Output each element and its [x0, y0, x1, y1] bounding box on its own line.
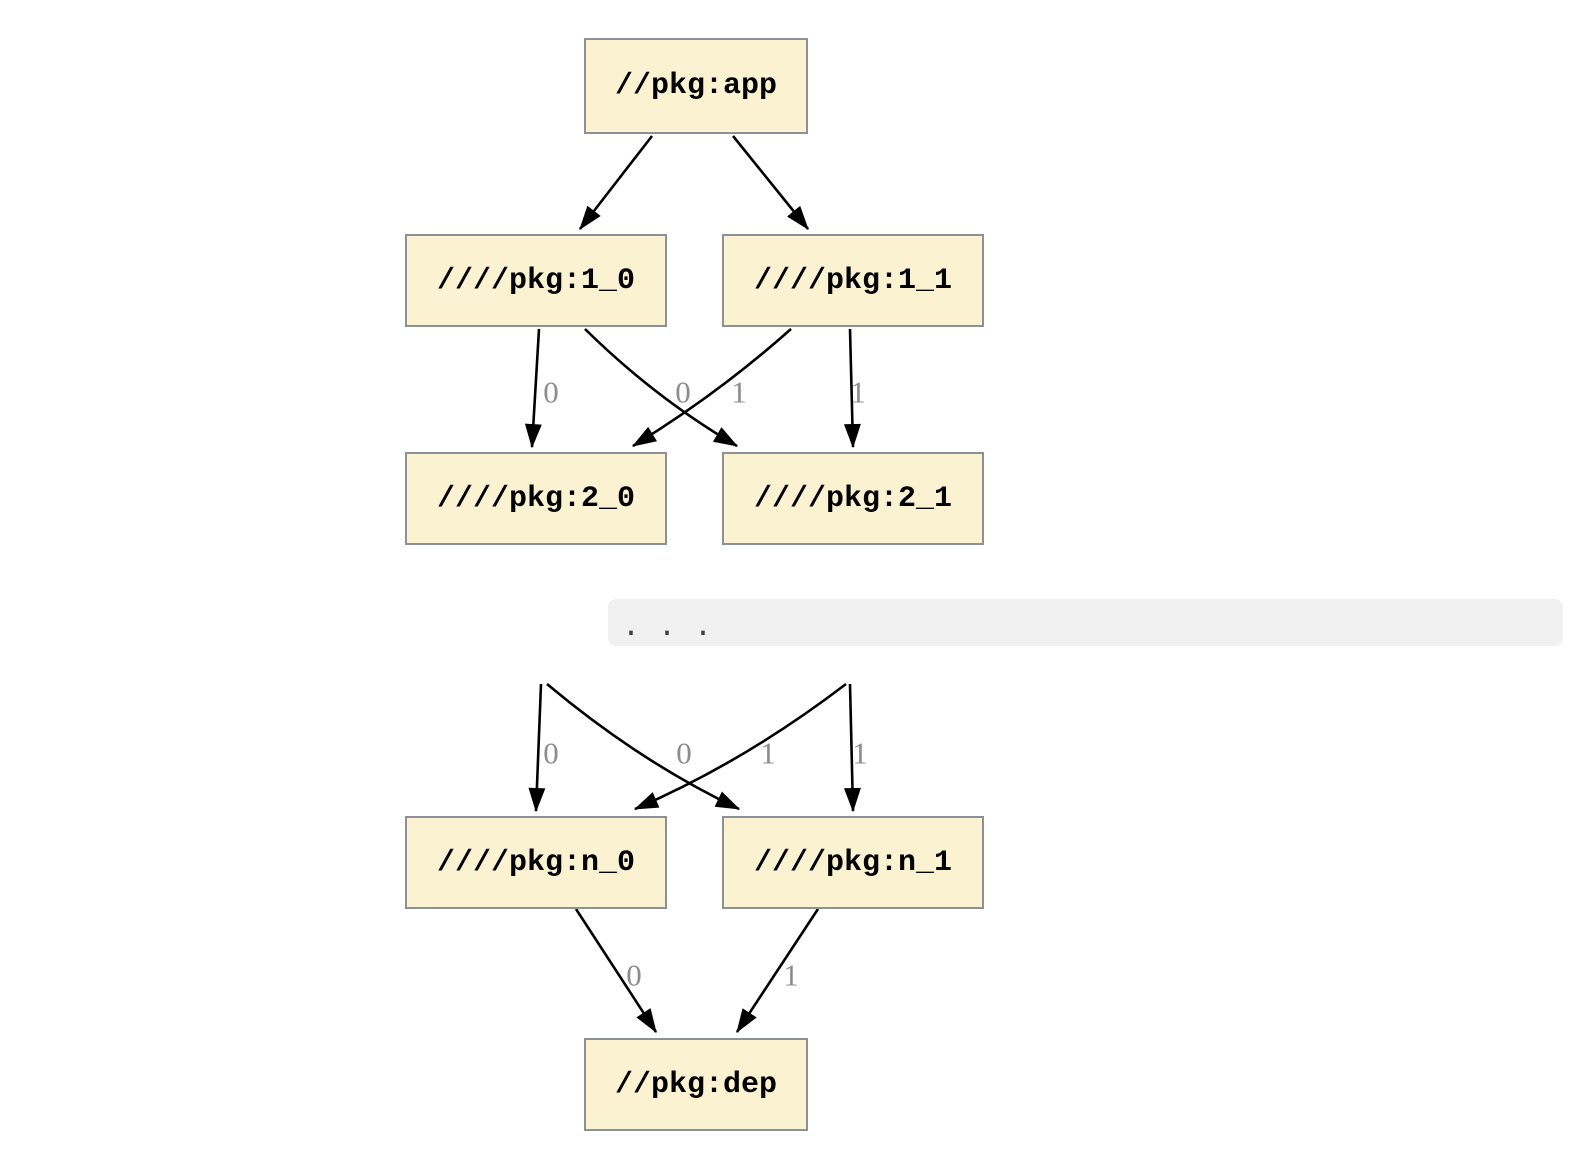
graph-node-1_1-label: ////pkg:1_1 [753, 263, 953, 298]
edge-1_1-to-2_1 [843, 328, 861, 449]
graph-node-n_1-label: ////pkg:n_1 [753, 845, 953, 880]
edge-label-n_1-to-dep: 1 [783, 957, 799, 993]
graph-node-app-label: //pkg:app [614, 69, 778, 103]
edge-cross-to-n_1 [546, 683, 741, 811]
edge-1_1-to-2_0 [631, 328, 792, 448]
edge-n_0-to-dep [574, 908, 658, 1034]
edge-label-1_1-to-2_0: 0 [675, 374, 691, 410]
edge-label-1_0-to-2_0: 0 [543, 374, 559, 410]
edge-label-prev-to-n_1: 1 [852, 735, 868, 771]
graph-node-dep: //pkg:dep [584, 1038, 808, 1131]
edge-prev-to-n_0 [528, 683, 546, 813]
graph-node-n_0: ////pkg:n_0 [405, 816, 667, 909]
graph-node-1_0: ////pkg:1_0 [405, 234, 667, 327]
edge-prev-to-n_1 [844, 683, 861, 813]
graph-node-2_0: ////pkg:2_0 [405, 452, 667, 545]
edge-app-to-1_1 [731, 135, 810, 230]
graph-node-2_1-label: ////pkg:2_1 [753, 481, 953, 516]
edge-1_0-to-2_0 [524, 328, 542, 449]
graph-node-app: //pkg:app [584, 38, 808, 134]
graph-node-dep-label: //pkg:dep [614, 1067, 778, 1102]
graph-node-1_0-label: ////pkg:1_0 [436, 263, 636, 298]
edge-label-n_0-to-dep: 0 [626, 957, 642, 993]
edge-app-to-1_0 [578, 135, 654, 230]
graph-node-n_0-label: ////pkg:n_0 [436, 845, 636, 880]
edge-label-1_0-to-2_1: 1 [731, 374, 747, 410]
ellipsis-text: . . . [622, 610, 713, 645]
edge-label-1_1-to-2_1: 1 [850, 374, 866, 410]
graph-node-2_1: ////pkg:2_1 [722, 452, 984, 545]
graph-node-2_0-label: ////pkg:2_0 [436, 481, 636, 516]
edge-1_0-to-2_1 [584, 328, 739, 448]
edge-cross-to-n_0 [633, 682, 847, 811]
edge-n_1-to-dep [735, 908, 820, 1034]
graph-node-n_1: ////pkg:n_1 [722, 816, 984, 909]
edge-label-cross-to-n_1: 1 [760, 735, 776, 771]
edge-label-prev-to-n_0: 0 [543, 735, 559, 771]
ellipsis-code-block: . . . [608, 599, 1563, 646]
graph-node-1_1: ////pkg:1_1 [722, 234, 984, 327]
edge-label-cross-to-n_0: 0 [676, 735, 692, 771]
